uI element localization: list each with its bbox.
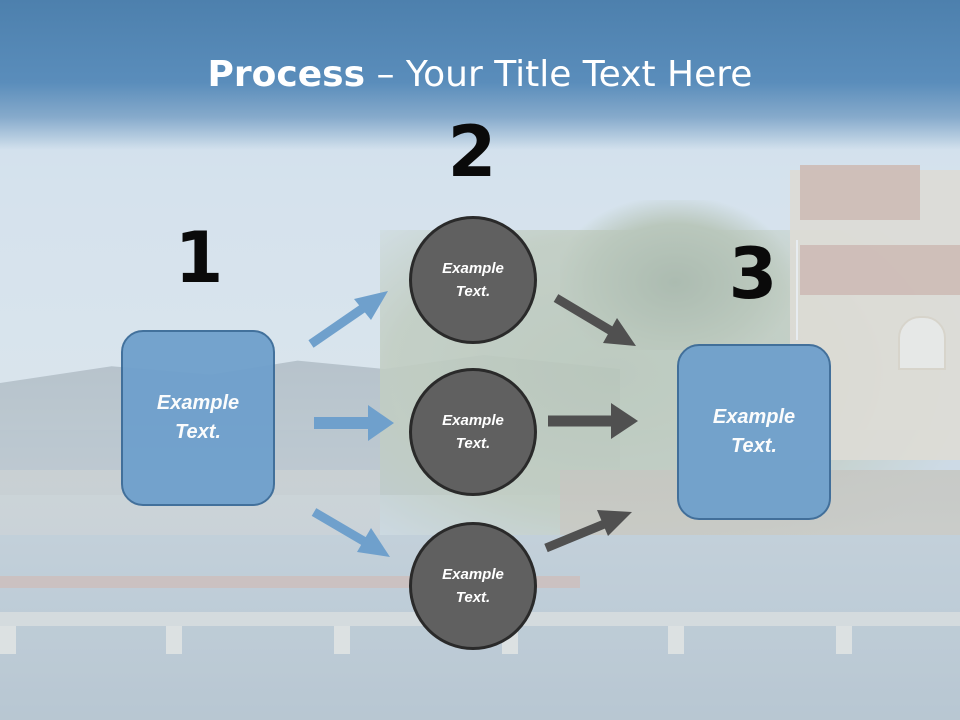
circle-middle[interactable]: Example Text. <box>409 368 537 496</box>
step-1-box[interactable]: Example Text. <box>121 330 275 506</box>
step-number-3: 3 <box>728 233 778 315</box>
villa-roof-upper <box>800 165 920 220</box>
arrow-box1-to-circle-top <box>308 291 388 348</box>
villa-arch-window <box>898 316 946 370</box>
title-bold: Process <box>207 54 366 95</box>
title-rest: – Your Title Text Here <box>365 54 753 95</box>
villa-roof-lower <box>800 245 960 295</box>
arrow-circle-bottom-to-box3 <box>544 510 632 553</box>
slide-title[interactable]: Process – Your Title Text Here <box>0 52 960 98</box>
circle-top-label: Example Text. <box>442 260 504 300</box>
step-3-box[interactable]: Example Text. <box>677 344 831 520</box>
dock-post <box>334 626 350 654</box>
step-number-1: 1 <box>174 217 224 299</box>
circle-top[interactable]: Example Text. <box>409 216 537 344</box>
flagpole <box>796 240 798 340</box>
circle-bottom-label: Example Text. <box>442 566 504 606</box>
arrow-circle-top-to-box3 <box>553 294 636 346</box>
arrow-circle-middle-to-box3 <box>548 403 638 439</box>
step-1-label: Example Text. <box>156 392 240 443</box>
title-bar <box>0 0 960 150</box>
arrow-box1-to-circle-middle <box>314 405 394 441</box>
dock-post <box>836 626 852 654</box>
dock-post <box>668 626 684 654</box>
circle-middle-label: Example Text. <box>442 412 504 452</box>
arrow-box1-to-circle-bottom <box>311 508 390 557</box>
dock-post <box>0 626 16 654</box>
dock-post <box>166 626 182 654</box>
step-3-label: Example Text. <box>712 406 796 457</box>
step-number-2: 2 <box>447 111 497 193</box>
circle-bottom[interactable]: Example Text. <box>409 522 537 650</box>
